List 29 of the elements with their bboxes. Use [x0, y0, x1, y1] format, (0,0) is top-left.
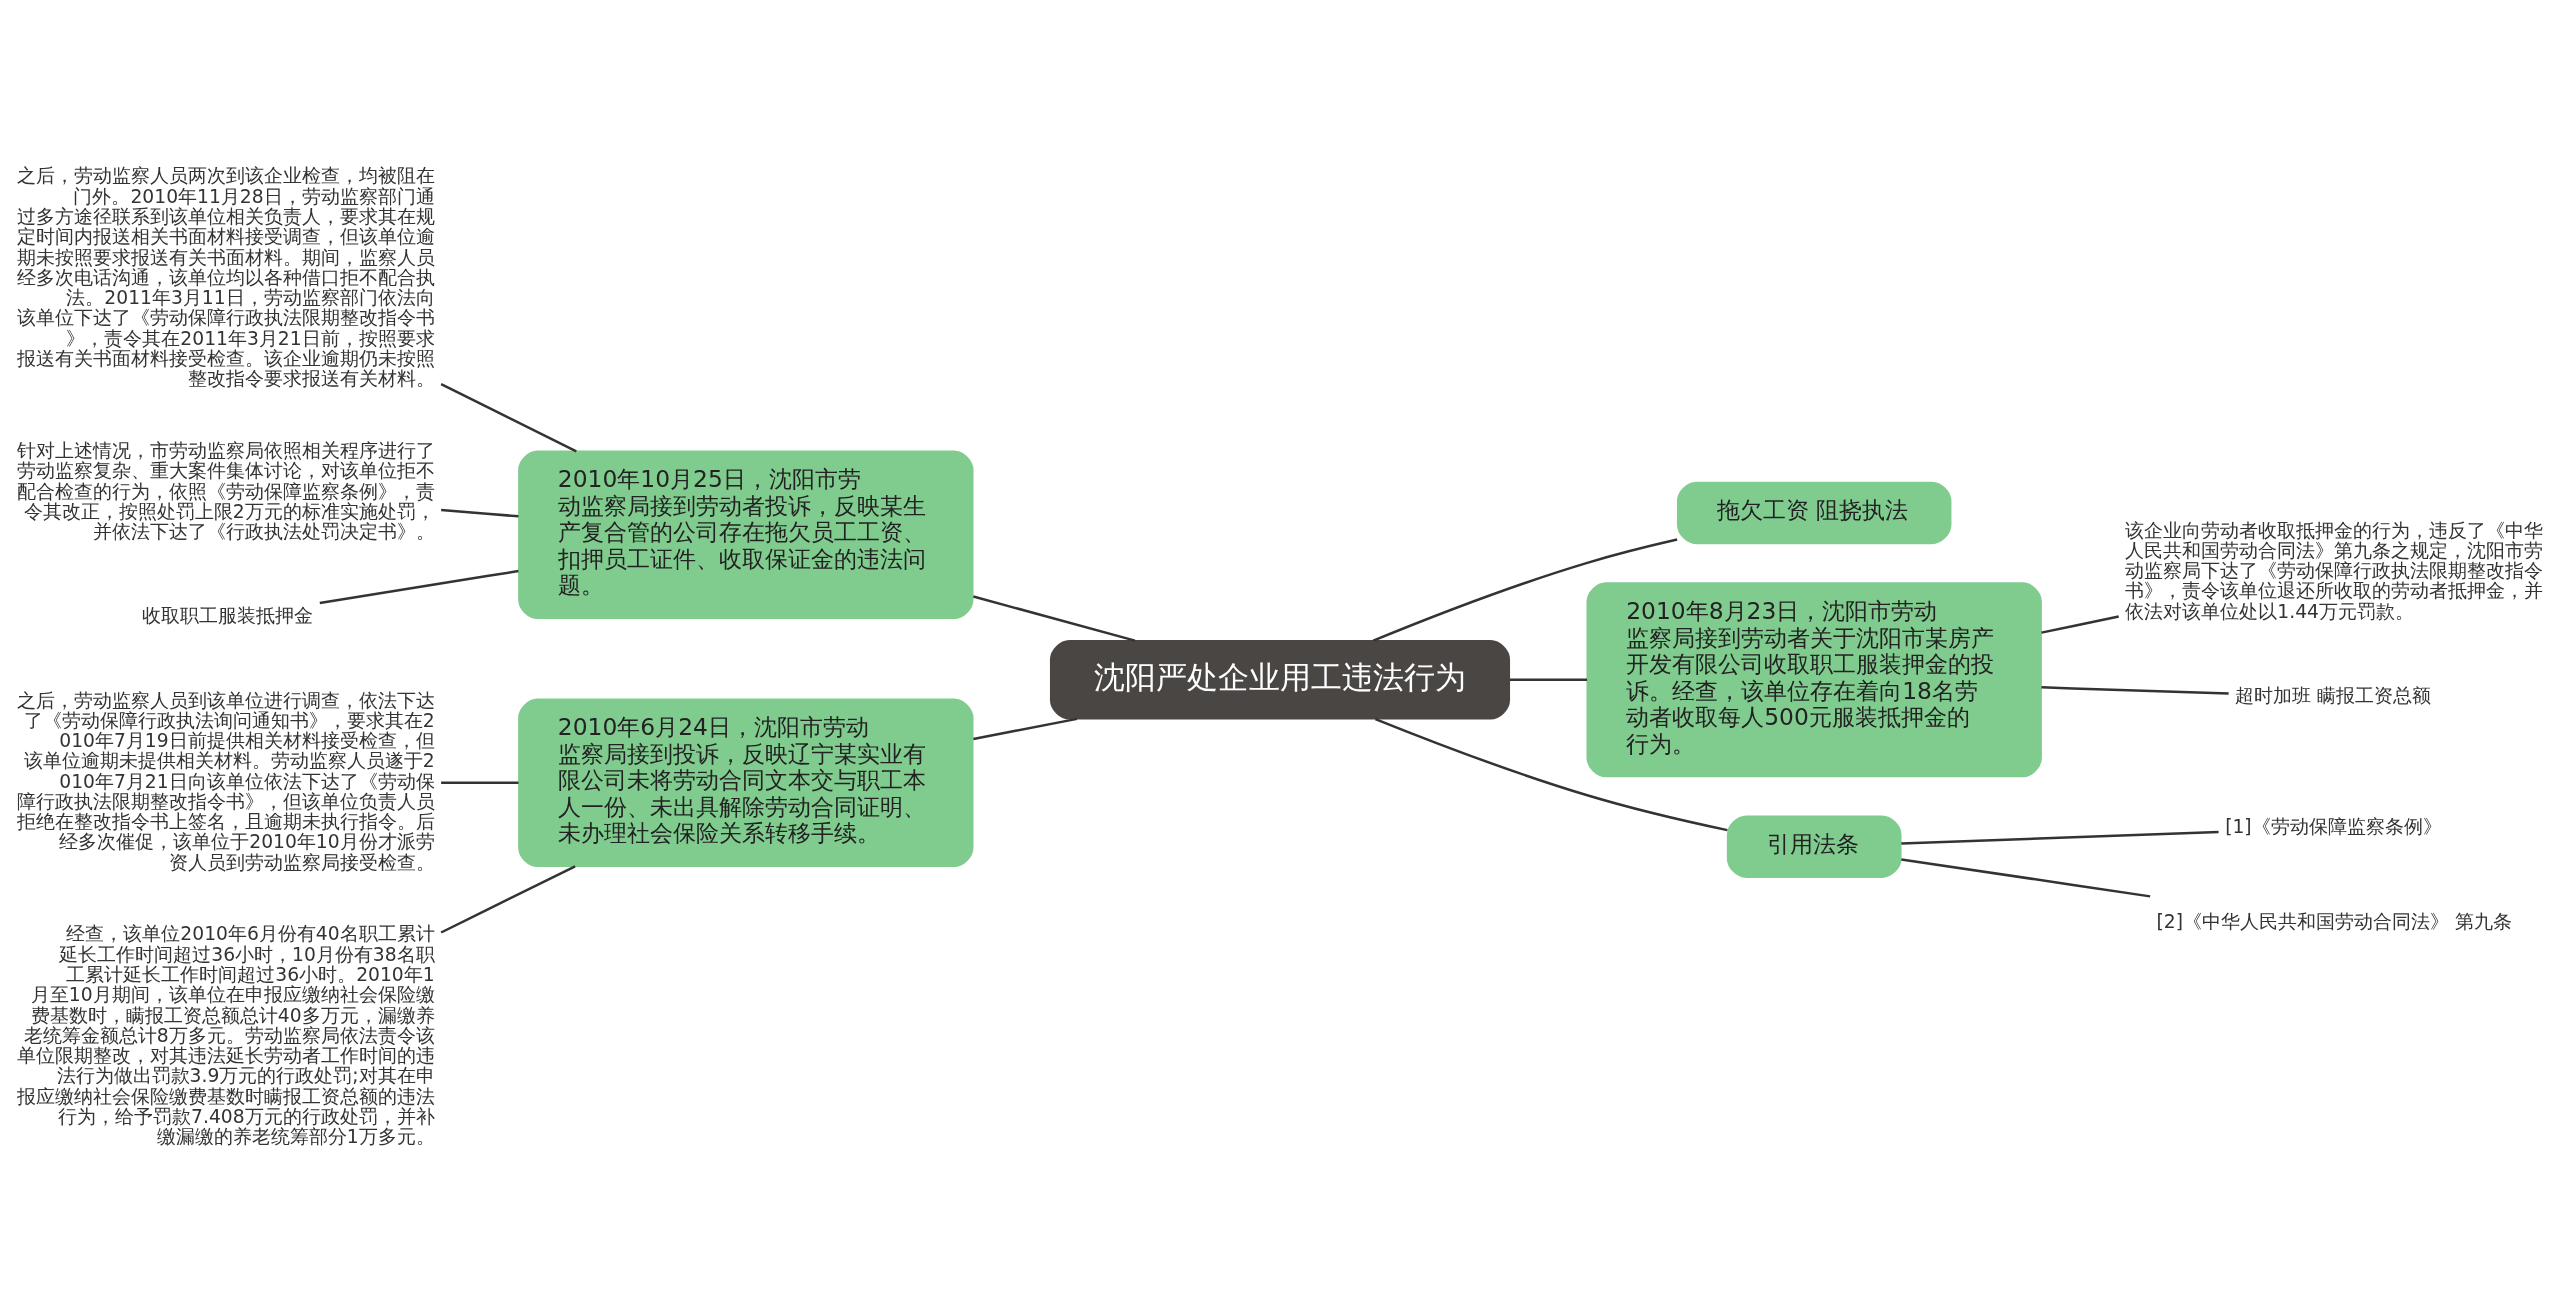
node-text: 超时加班 瞒报工资总额 — [2235, 684, 2432, 706]
connector — [441, 781, 519, 784]
node-text: 之后，劳动监察人员两次到该企业检查，均被阻在门外。2010年11月28日，劳动监察部门通过多方途径联系到该单位相关负责人，要求其在规定时间内报送相关书面材料接受调查，但该单位逾期未按照要求报送有关书面材料。期间，监察人员经多次电话沟通，该单位均以各种借口拒不配合执法。2011年3月11日，劳动监察部门依法向该单位下达了《劳动保障行政执法限期整改指令书》，责令其在2011年3月21日前，按照要求报送有关书面材料接受检查。该企业逾期仍未按照整改指令要求报送有关材料。 — [16, 164, 435, 389]
connector — [319, 569, 519, 604]
node-box: 拖欠工资 阻挠执法 — [1676, 481, 1952, 544]
connector — [1372, 537, 1678, 642]
connector — [1901, 830, 2219, 845]
node-text: 该企业向劳动者收取抵押金的行为，违反了《中华人民共和国劳动合同法》第九条之规定，沈阳市劳动监察局下达了《劳动保障行政执法限期整改指令书》，责令该单位退还所收取的劳动者抵押金，并依法对该单位处以1.44万元罚款。 — [2125, 519, 2544, 622]
node-box: 2010年10月25日，沈阳市劳动监察局接到劳动者投诉，反映某生产复合管的公司存在拖欠员工工资、扣押员工证件、收取保证金的违法问题。 — [518, 450, 974, 619]
connector — [2041, 614, 2119, 634]
connector — [1374, 717, 1728, 831]
connector — [440, 382, 577, 452]
node-box: 引用法条 — [1726, 815, 1902, 878]
node-text: 之后，劳动监察人员到该单位进行调查，依法下达了《劳动保障行政执法询问通知书》，要求其在2010年7月19日前提供相关材料接受检查，但该单位逾期未提供相关材料。劳动监察人员遂于2010年7月21日向该单位依法下达了《劳动保障行政执法限期整改指令书》，但该单位负责人员拒绝在整改指令书上签名，且逾期未执行指令。后经多次催促，该单位于2010年10月份才派劳资人员到劳动监察局接受检查。 — [16, 689, 435, 873]
node-text: 收取职工服装抵押金 — [141, 604, 313, 626]
node-box: 2010年6月24日，沈阳市劳动监察局接到投诉，反映辽宁某实业有限公司未将劳动合同文本交与职工本人一份、未出具解除劳动合同证明、未办理社会保险关系转移手续。 — [518, 698, 974, 867]
node-text: [2]《中华人民共和国劳动合同法》 第九条 — [2156, 910, 2512, 932]
node-text: 经查，该单位2010年6月份有40名职工累计延长工作时间超过36小时，10月份有38名职工累计延长工作时间超过36小时。2010年1月至10月期间，该单位在申报应缴纳社会保险缴费基数时，瞒报工资总额总计40多万元，漏缴养老统筹金额总计8万多元。劳动监察局依法责令该单位限期整改，对其违法延长劳动者工作时间的违法行为做出罚款3.9万元的行政处罚;对其在申报应缴纳社会保险缴费基数时瞒报工资总额的违法行为，给予罚款7.408万元的行政处罚，并补缴漏缴的养老统筹部分1万多元。 — [16, 922, 435, 1147]
connector — [973, 717, 1078, 740]
node-text: [1]《劳动保障监察条例》 — [2225, 815, 2442, 837]
node-box: 沈阳严处企业用工违法行为 — [1049, 639, 1511, 720]
node-text: 针对上述情况，市劳动监察局依照相关程序进行了劳动监察复杂、重大案件集体讨论，对该单位拒不配合检查的行为，依照《劳动保障监察条例》，责令其改正，按照处罚上限2万元的标准实施处罚，并依法下达了《行政执法处罚决定书》。 — [16, 439, 435, 542]
connector — [1901, 857, 2151, 898]
connector — [2041, 685, 2229, 695]
connector — [1509, 678, 1588, 681]
node-box: 2010年8月23日，沈阳市劳动监察局接到劳动者关于沈阳市某房产开发有限公司收取职工服装押金的投诉。经查，该单位存在着向18名劳动者收取每人500元服装抵押金的行为。 — [1586, 581, 2042, 777]
connector — [441, 508, 519, 518]
connector — [973, 594, 1136, 642]
connector — [440, 864, 576, 934]
